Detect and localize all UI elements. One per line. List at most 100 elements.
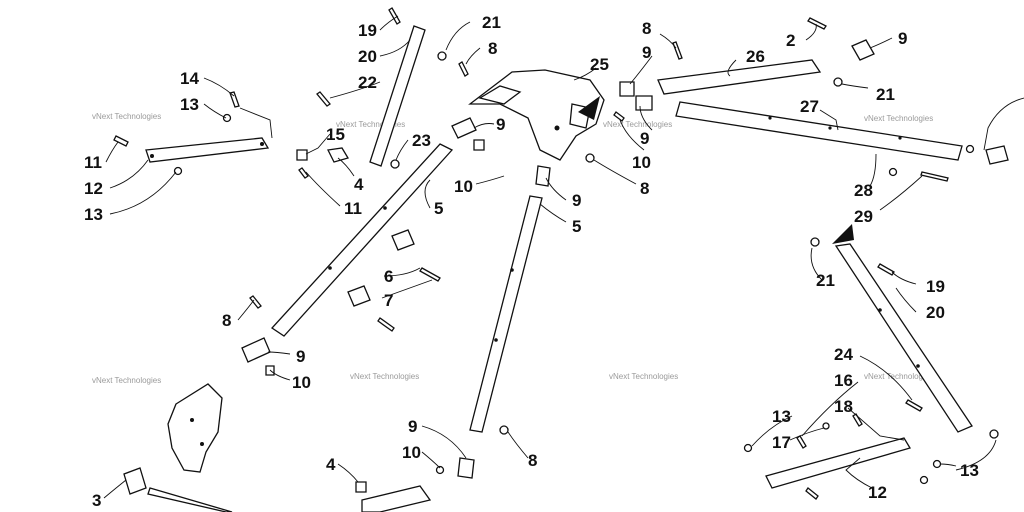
bracket-bottom-center	[361, 485, 432, 512]
watermark-1: vNext Technologies	[92, 112, 161, 121]
callout-4-top: 4	[354, 175, 364, 194]
callout-13-top: 13	[180, 95, 199, 114]
clamp-9-left-bottom	[241, 337, 271, 363]
bushing-15	[296, 149, 308, 161]
callout-labels: 19 20 21 8 22 23 14 13 15 4 11 12 13 11 …	[84, 13, 979, 510]
nut-13-lower-right-a	[932, 459, 942, 469]
callout-22: 22	[358, 73, 377, 92]
callout-27: 27	[800, 97, 819, 116]
callout-9-bottom-center: 9	[408, 417, 417, 436]
leader-lines	[103, 15, 1024, 499]
callout-13-lower-left: 13	[772, 407, 791, 426]
bolt-11b	[298, 167, 309, 179]
pin-29	[920, 171, 949, 182]
callout-9-center: 9	[572, 191, 581, 210]
callout-29: 29	[854, 207, 873, 226]
nut-right-edge	[965, 144, 975, 154]
callout-26: 26	[746, 47, 765, 66]
callout-19-top: 19	[358, 21, 377, 40]
callout-25: 25	[590, 55, 609, 74]
callout-10-bottom-center: 10	[402, 443, 421, 462]
callout-12-left: 12	[84, 179, 103, 198]
tube-5-center	[469, 195, 543, 433]
cap-9-tube-27	[635, 95, 653, 111]
callout-6: 6	[384, 267, 393, 286]
callout-20-lower-right: 20	[926, 303, 945, 322]
watermark-7: vNext Technologies	[609, 372, 678, 381]
bolt-8-left	[249, 295, 262, 309]
watermarks: vNext Technologies vNext Technologies vN…	[92, 112, 933, 385]
clamp-7-left	[347, 285, 371, 307]
callout-28: 28	[854, 181, 873, 200]
callout-15: 15	[326, 125, 345, 144]
pin-7	[377, 317, 395, 332]
bolt-2	[807, 17, 827, 30]
callout-5-left: 5	[434, 199, 443, 218]
bolt-22	[316, 91, 331, 107]
bolt-19-top	[388, 7, 401, 25]
callout-2: 2	[786, 31, 795, 50]
watermark-5: vNext Technologies	[92, 376, 161, 385]
callout-8-upper-right: 8	[642, 19, 651, 38]
callout-10-left-bottom: 10	[292, 373, 311, 392]
callout-7: 7	[384, 291, 393, 310]
pointer-arrow-right	[832, 224, 854, 244]
callout-12-lower-right: 12	[868, 483, 887, 502]
callout-21-upper-right: 21	[876, 85, 895, 104]
bushing-10-left-top	[473, 139, 485, 151]
callout-16: 16	[834, 371, 853, 390]
nut-13-lower-right-b	[919, 475, 929, 485]
callout-23: 23	[412, 131, 431, 150]
nut-21-upper-right	[833, 77, 843, 87]
callout-8-top: 8	[488, 39, 497, 58]
watermark-8: vNext Technologies	[864, 372, 933, 381]
bolt-8-top	[458, 61, 469, 77]
watermark-3: vNext Technologies	[603, 120, 672, 129]
callout-13-left: 13	[84, 205, 103, 224]
bolt-11a	[113, 135, 129, 147]
pin-6	[419, 267, 441, 282]
nut-10-center-bottom	[435, 465, 445, 475]
callout-10-mid-right: 10	[632, 153, 651, 172]
nut-13b	[173, 166, 183, 176]
bolt-10-right	[613, 111, 625, 122]
bracket-12-lower-right	[765, 437, 911, 489]
callout-19-lower-right: 19	[926, 277, 945, 296]
bolt-19-lower-right	[877, 263, 895, 276]
callout-11-left: 11	[84, 153, 102, 172]
nut-13-right	[989, 429, 999, 439]
cap-9-tube-26	[619, 81, 635, 97]
washer-17	[822, 422, 830, 430]
watermark-6: vNext Technologies	[350, 372, 419, 381]
nut-21-top	[437, 51, 447, 61]
clamp-9-left-top	[451, 117, 477, 139]
tube-26	[657, 59, 822, 95]
callout-9-top-right: 9	[898, 29, 907, 48]
nut-4-bottom	[355, 481, 367, 493]
steering-assembly	[167, 383, 223, 473]
callout-3: 3	[92, 491, 101, 510]
bolt-14	[229, 91, 240, 108]
bolt-8-center-bottom	[499, 425, 509, 435]
strap-20-bottom	[834, 243, 973, 433]
callout-9-mid-right: 9	[640, 129, 649, 148]
nut-13-lower-left	[743, 443, 753, 453]
watermark-4: vNext Technologies	[864, 114, 933, 123]
cap-9-top-right	[851, 39, 875, 61]
nut-4	[327, 147, 349, 163]
callout-24: 24	[834, 345, 853, 364]
strap-20-top	[369, 25, 426, 167]
callout-8-bottom-center: 8	[528, 451, 537, 470]
part-3	[123, 467, 147, 495]
nut-13a	[222, 113, 232, 123]
bolt-8-tube-26	[672, 41, 683, 60]
callout-20-top: 20	[358, 47, 377, 66]
parts	[113, 7, 1009, 512]
bolt-24	[905, 399, 923, 412]
clamp-9-center-bottom	[457, 457, 475, 479]
callout-21-lower-right: 21	[816, 271, 835, 290]
callout-8-mid-right: 8	[640, 179, 649, 198]
callout-10-center-left: 10	[454, 177, 473, 196]
